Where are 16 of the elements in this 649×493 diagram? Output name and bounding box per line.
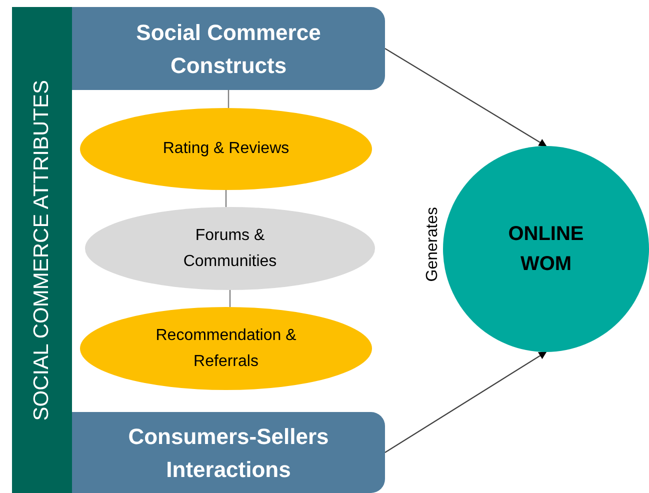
arrow <box>384 48 547 147</box>
node-text: SOCIAL COMMERCE ATTRIBUTES <box>29 80 54 420</box>
connector-line <box>229 290 231 307</box>
node-text: Consumers-Sellers Interactions <box>127 422 330 484</box>
node-text: Recommendation & Referrals <box>154 326 298 372</box>
connector-line <box>228 90 230 108</box>
header-box <box>72 412 385 493</box>
node-text: Rating & Reviews <box>162 139 290 159</box>
node-text: Forums & Communities <box>182 226 278 272</box>
node-text: Social Commerce Constructs <box>135 18 322 80</box>
node-text: ONLINE WOM <box>507 222 585 277</box>
header-box <box>72 7 385 90</box>
arrow <box>384 351 547 453</box>
side-band <box>12 7 72 493</box>
side-label: Generates <box>423 207 442 282</box>
connector-line <box>225 190 227 207</box>
